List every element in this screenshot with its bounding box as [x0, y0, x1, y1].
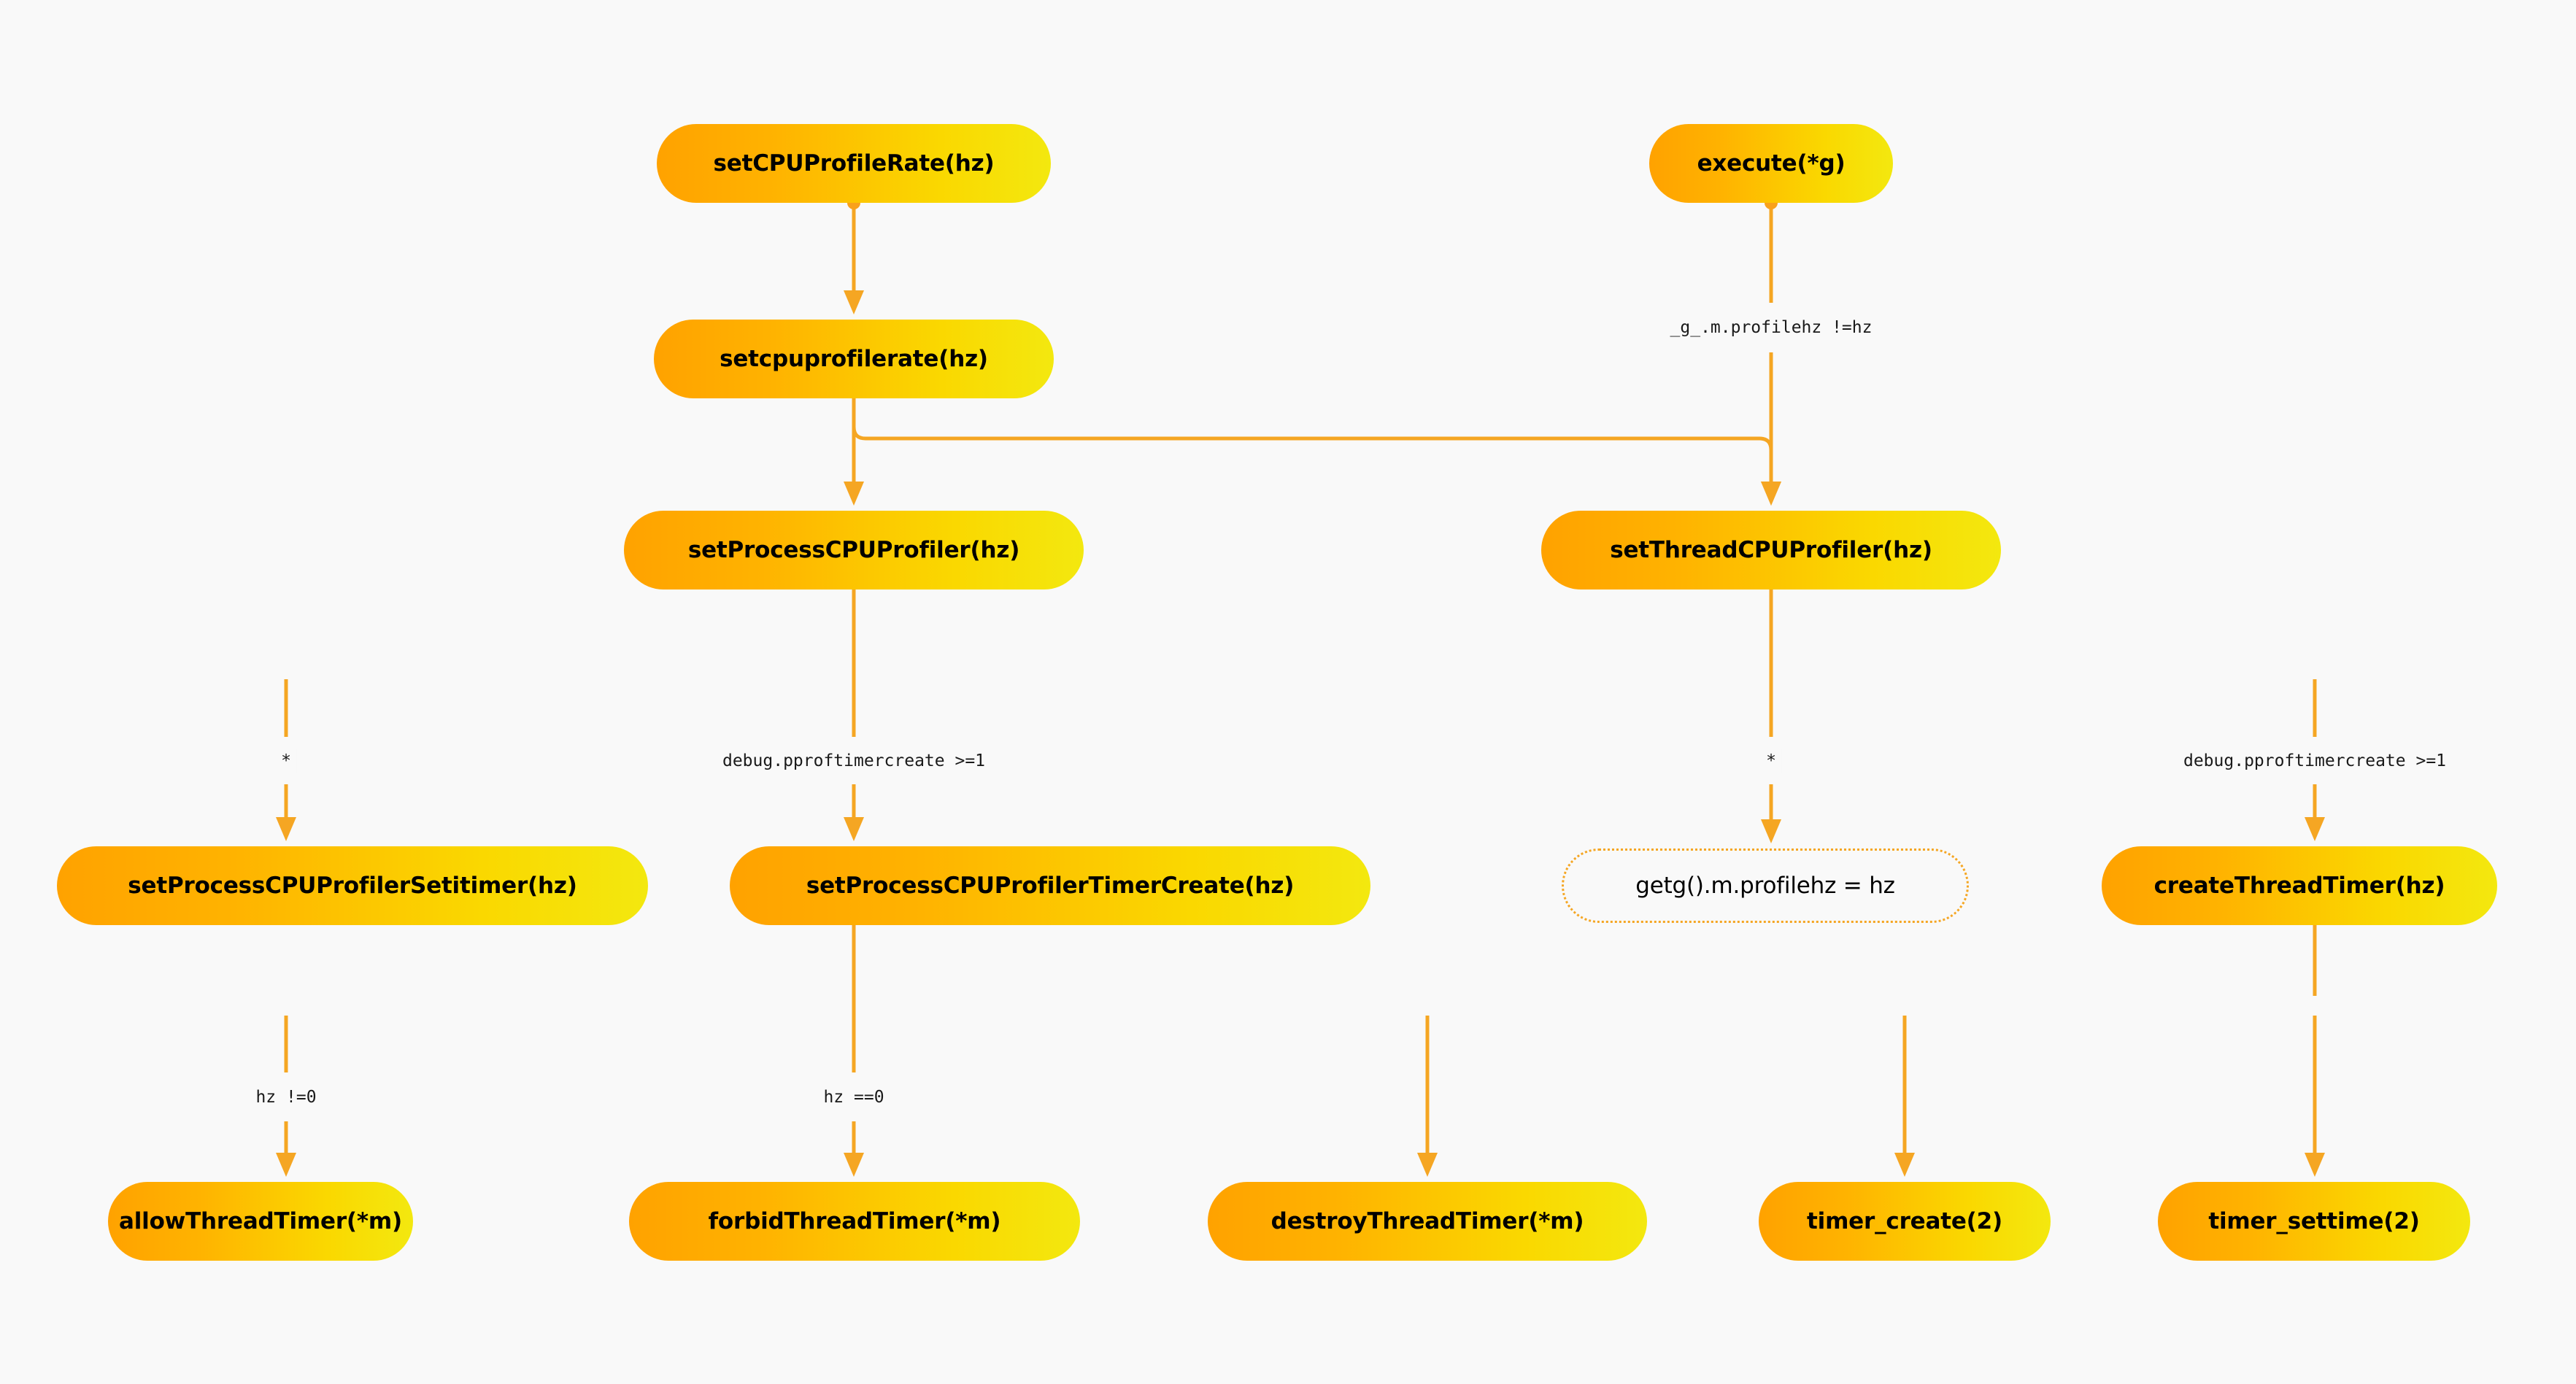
node-label: setcpuprofilerate(hz)	[720, 346, 988, 372]
node-label: timer_settime(2)	[2208, 1208, 2420, 1234]
node-label: setProcessCPUProfilerTimerCreate(hz)	[806, 873, 1295, 899]
edge-path-p4	[852, 398, 1782, 506]
node-createThreadTimer[interactable]: createThreadTimer(hz)	[2102, 846, 2497, 925]
node-label: setProcessCPUProfiler(hz)	[687, 537, 1020, 563]
node-timerSettime[interactable]: timer_settime(2)	[2158, 1182, 2470, 1261]
node-setProcessCPUProfilerSetitimer[interactable]: setProcessCPUProfilerSetitimer(hz)	[57, 846, 648, 925]
edge-label-e9: hz !=0	[250, 1086, 322, 1109]
node-setThreadCPUProfiler[interactable]: setThreadCPUProfiler(hz)	[1541, 511, 2001, 589]
node-label: setProcessCPUProfilerSetitimer(hz)	[128, 873, 577, 899]
node-allowThreadTimer[interactable]: allowThreadTimer(*m)	[108, 1182, 413, 1261]
node-setCPUProfileRate[interactable]: setCPUProfileRate(hz)	[657, 124, 1051, 203]
edge-label-e2: _g_.m.profilehz !=hz	[1665, 316, 1878, 339]
node-setcpuprofilerate[interactable]: setcpuprofilerate(hz)	[654, 320, 1054, 398]
node-timerCreate[interactable]: timer_create(2)	[1759, 1182, 2051, 1261]
node-label: setCPUProfileRate(hz)	[713, 150, 995, 177]
edge-label-e6: debug.pproftimercreate >=1	[717, 749, 991, 773]
node-label: execute(*g)	[1697, 150, 1846, 177]
node-label: setThreadCPUProfiler(hz)	[1610, 537, 1932, 563]
node-setProcessCPUProfiler[interactable]: setProcessCPUProfiler(hz)	[624, 511, 1084, 589]
edge-label-e7: *	[1761, 749, 1781, 773]
node-setProcessCPUProfilerTimerCreate[interactable]: setProcessCPUProfilerTimerCreate(hz)	[730, 846, 1370, 925]
edge-label-e10: hz ==0	[818, 1086, 890, 1109]
edge-label-e5: *	[276, 749, 296, 773]
node-label: timer_create(2)	[1807, 1208, 2002, 1234]
edge-path-group	[276, 203, 2326, 1177]
node-destroyThreadTimer[interactable]: destroyThreadTimer(*m)	[1208, 1182, 1647, 1261]
node-label: getg().m.profilehz = hz	[1635, 873, 1895, 899]
node-forbidThreadTimer[interactable]: forbidThreadTimer(*m)	[629, 1182, 1080, 1261]
node-label: allowThreadTimer(*m)	[119, 1208, 402, 1234]
edge-label-e8: debug.pproftimercreate >=1	[2178, 749, 2452, 773]
node-label: destroyThreadTimer(*m)	[1270, 1208, 1584, 1234]
node-execute[interactable]: execute(*g)	[1649, 124, 1893, 203]
node-getgProfilehz[interactable]: getg().m.profilehz = hz	[1562, 848, 1969, 923]
node-label: forbidThreadTimer(*m)	[708, 1208, 1001, 1234]
node-label: createThreadTimer(hz)	[2153, 873, 2445, 899]
